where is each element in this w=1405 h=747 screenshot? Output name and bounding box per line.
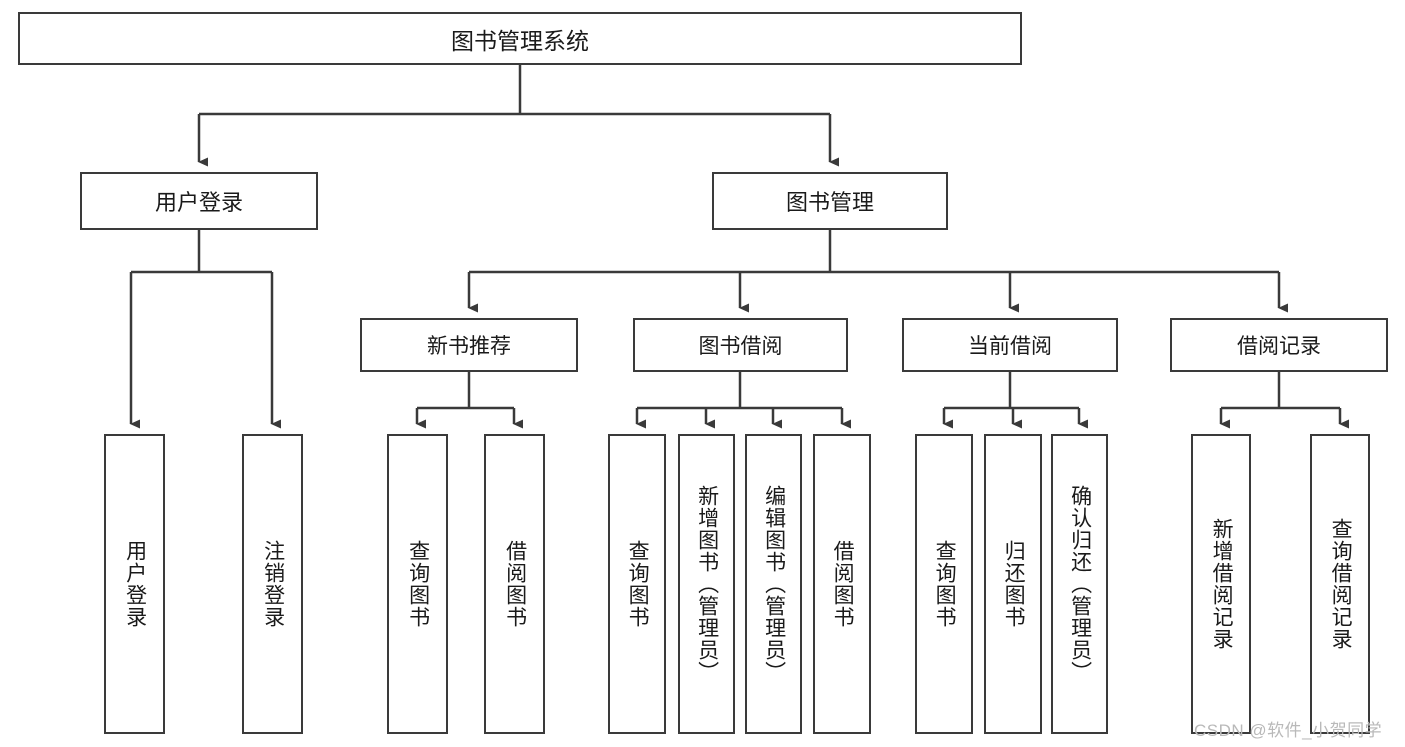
node-return-book-label: 归还图书	[1002, 540, 1026, 628]
node-query-book-borrow-label: 查询图书	[626, 540, 650, 628]
node-logout-action-label: 注销登录	[261, 540, 285, 628]
node-book-borrow[interactable]: 图书借阅	[633, 318, 848, 372]
node-borrow-book-recommend[interactable]: 借阅图书	[484, 434, 545, 734]
node-add-borrow-record[interactable]: 新增借阅记录	[1191, 434, 1251, 734]
node-new-book-recommend-label: 新书推荐	[427, 335, 511, 358]
node-add-book-admin[interactable]: 新增图书（管理员）	[678, 434, 735, 734]
node-confirm-return-admin[interactable]: 确认归还（管理员）	[1051, 434, 1108, 734]
node-borrow-book-recommend-label: 借阅图书	[503, 540, 527, 628]
node-add-borrow-record-label: 新增借阅记录	[1210, 518, 1234, 650]
node-user-login-label: 用户登录	[154, 190, 243, 215]
node-current-borrow[interactable]: 当前借阅	[902, 318, 1118, 372]
node-book-management-label: 图书管理	[785, 190, 874, 215]
node-add-book-admin-label: 新增图书（管理员）	[695, 485, 719, 683]
node-query-borrow-record[interactable]: 查询借阅记录	[1310, 434, 1370, 734]
node-query-book-current-label: 查询图书	[933, 540, 957, 628]
watermark: CSDN @软件_小贺同学	[1194, 721, 1383, 740]
node-logout-action[interactable]: 注销登录	[242, 434, 303, 734]
node-book-borrow-label: 图书借阅	[698, 335, 783, 358]
node-borrow-record-label: 借阅记录	[1237, 335, 1321, 358]
node-current-borrow-label: 当前借阅	[968, 335, 1052, 358]
node-query-book-current[interactable]: 查询图书	[915, 434, 973, 734]
node-root[interactable]: 图书管理系统	[18, 12, 1022, 65]
node-query-book-borrow[interactable]: 查询图书	[608, 434, 666, 734]
node-root-label: 图书管理系统	[451, 27, 589, 54]
node-confirm-return-admin-label: 确认归还（管理员）	[1068, 485, 1092, 683]
node-return-book[interactable]: 归还图书	[984, 434, 1042, 734]
node-book-management[interactable]: 图书管理	[712, 172, 948, 230]
node-borrow-book-action[interactable]: 借阅图书	[813, 434, 871, 734]
node-user-login-action-label: 用户登录	[123, 540, 147, 628]
node-user-login[interactable]: 用户登录	[80, 172, 318, 230]
node-query-book-recommend-label: 查询图书	[406, 540, 430, 628]
node-user-login-action[interactable]: 用户登录	[104, 434, 165, 734]
node-new-book-recommend[interactable]: 新书推荐	[360, 318, 578, 372]
node-edit-book-admin-label: 编辑图书（管理员）	[762, 485, 786, 683]
node-edit-book-admin[interactable]: 编辑图书（管理员）	[745, 434, 802, 734]
node-query-book-recommend[interactable]: 查询图书	[387, 434, 448, 734]
node-borrow-record[interactable]: 借阅记录	[1170, 318, 1388, 372]
node-query-borrow-record-label: 查询借阅记录	[1329, 518, 1353, 650]
node-borrow-book-action-label: 借阅图书	[831, 540, 855, 628]
